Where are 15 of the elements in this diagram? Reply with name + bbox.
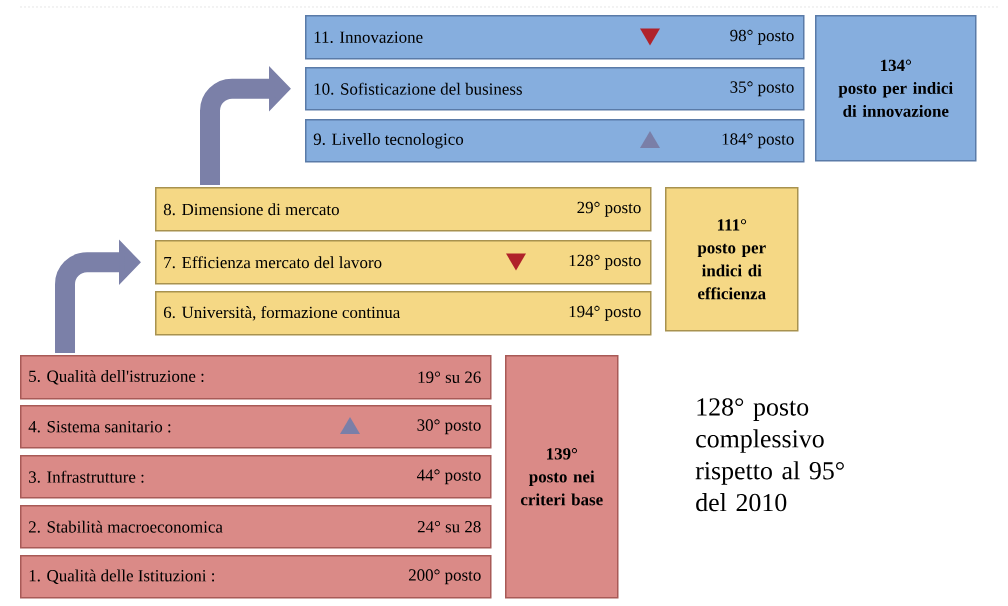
- summary-box: 139° posto nei criteri base: [505, 355, 619, 599]
- ranking-bar: 6. Università, formazione continua 194° posto: [155, 291, 652, 336]
- ranking-bar: 7. Efficienza mercato del lavoro 128° posto: [155, 240, 652, 285]
- ranking-bar: 8. Dimensione di mercato 29° posto: [155, 187, 652, 232]
- summary-box: 111° posto per indici di efficienza: [665, 187, 799, 332]
- ranking-bar: 11. Innovazione 98° posto: [305, 15, 805, 60]
- ranking-bar: 9. Livello tecnologico 184° posto: [305, 119, 805, 163]
- ranking-bar: 3. Infrastrutture : 44° posto: [20, 455, 492, 499]
- summary-box: 134° posto per indici di innovazione: [815, 15, 977, 162]
- ranking-bar: 10. Sofisticazione del business 35° posto: [305, 67, 805, 111]
- summary-note: 128° posto complessivo rispetto al 95° del 2010: [695, 398, 844, 512]
- ranking-bar: 2. Stabilità macroeconomica 24° su 28: [20, 505, 492, 549]
- ranking-bar: 4. Sistema sanitario : 30° posto: [20, 405, 492, 449]
- ranking-bar: 1. Qualità delle Istituzioni : 200° posto: [20, 555, 492, 599]
- ranking-bar: 5. Qualità dell'istruzione : 19° su 26: [20, 355, 492, 400]
